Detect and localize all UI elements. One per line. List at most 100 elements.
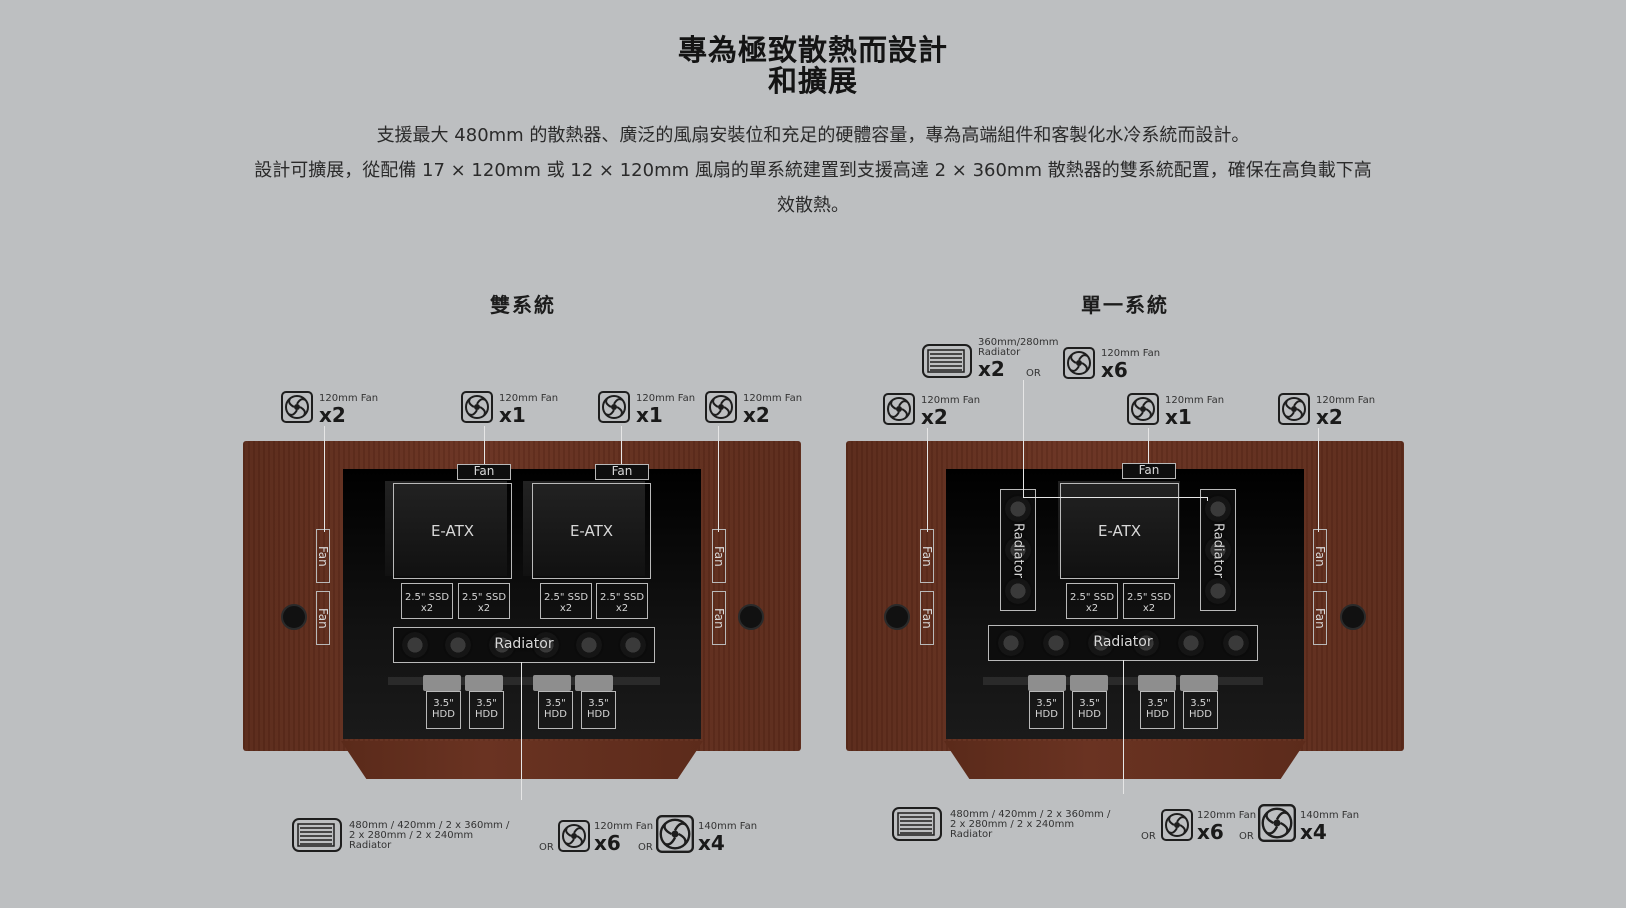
radiator-spec-line-2: 2 x 280mm / 2 x 240mm [349, 830, 474, 841]
ssd-label: 2.5" SSD [599, 592, 645, 603]
io-port-icon [738, 604, 764, 630]
ssd-count: x2 [1085, 603, 1099, 614]
radiator-label: Radiator [1093, 634, 1153, 650]
hdd-label: HDD [1035, 709, 1058, 720]
fan-label: Fan [712, 607, 726, 629]
single-case-diagram: Radiator Radiator E-ATX Fan 2.5" SSD x2 … [846, 441, 1404, 779]
fan-icon [558, 820, 590, 852]
fan120-label: 120mm Fan [1197, 810, 1257, 821]
ssd-count: x2 [420, 603, 434, 614]
spec-label: 120mm Fan [921, 395, 981, 406]
fan-label: Fan [1138, 463, 1160, 477]
fan140-count: x4 [1300, 820, 1327, 844]
leader-line [927, 428, 928, 532]
spec-label: 120mm Fan [319, 393, 379, 404]
fan-label: Fan [316, 607, 330, 629]
fan-blade-icon [618, 630, 649, 660]
hdd-cap [465, 675, 503, 691]
fan140-label: 140mm Fan [698, 821, 758, 832]
fan-blade-icon [1220, 628, 1251, 658]
desc-line-2: 設計可擴展，從配備 17 × 120mm 或 12 × 120mm 風扇的單系統… [254, 160, 1372, 181]
spec-label: 120mm Fan [743, 393, 803, 404]
title-line-1: 專為極致散熱而設計 [677, 33, 948, 67]
fan-blade-icon [399, 630, 430, 660]
leader-line [521, 662, 522, 800]
hdd-rail [388, 677, 660, 685]
radiator-spec-line-1: 480mm / 420mm / 2 x 360mm / [950, 809, 1111, 820]
fan-blade-icon [443, 630, 474, 660]
hdd-label: HDD [1146, 709, 1169, 720]
hdd-size: 3.5" [1036, 698, 1057, 709]
hdd-box: 3.5" HDD [426, 691, 461, 729]
radiator-fans-left [1000, 489, 1036, 611]
radiator-spec-line-1: 480mm / 420mm / 2 x 360mm / [349, 820, 510, 831]
single-system-heading: 單一系統 [1081, 293, 1169, 317]
fan140-label: 140mm Fan [1300, 810, 1360, 821]
radiator-icon [892, 807, 942, 841]
hdd-label: HDD [587, 709, 610, 720]
radiator-label: Radiator [494, 636, 554, 652]
power-button-icon[interactable] [281, 604, 307, 630]
leader-line [324, 426, 325, 532]
hdd-size: 3.5" [433, 698, 454, 709]
ssd-label: 2.5" SSD [543, 592, 589, 603]
radiator-icon [922, 344, 972, 378]
or-text: OR [1141, 831, 1156, 842]
hdd-box: 3.5" HDD [1140, 691, 1175, 729]
hdd-box: 3.5" HDD [1183, 691, 1218, 729]
ssd-count: x2 [477, 603, 491, 614]
radiator-fans [393, 627, 655, 663]
dual-case-diagram: E-ATX E-ATX Fan Fan 2.5" SSD x2 2.5" SSD… [243, 441, 801, 779]
title-line-2: 和擴展 [767, 64, 858, 98]
fan-blade-icon [1040, 628, 1071, 658]
ssd-box: 2.5" SSD x2 [1123, 583, 1175, 619]
fan-label-box: Fan [1122, 463, 1176, 479]
fan-blade-icon [1003, 575, 1033, 606]
side-fan-box: Fan [920, 529, 934, 583]
fan-label: Fan [920, 607, 934, 629]
dual-system-heading: 雙系統 [490, 293, 556, 317]
io-port-icon [1340, 604, 1366, 630]
fan-icon [598, 391, 630, 423]
fan-icon [705, 391, 737, 423]
or-text: OR [539, 842, 554, 853]
fan140-count: x4 [698, 831, 725, 855]
motherboard-shadow [385, 481, 507, 576]
hdd-cap [575, 675, 613, 691]
fan-blade-icon [995, 628, 1026, 658]
spec-label: 120mm Fan [1165, 395, 1225, 406]
radiator-top-line-2: Radiator [978, 347, 1021, 358]
ssd-box: 2.5" SSD x2 [1066, 583, 1118, 619]
ssd-box: 2.5" SSD x2 [401, 583, 453, 619]
fan-top-label: 120mm Fan [1101, 348, 1161, 359]
leader-line [1318, 428, 1319, 532]
fan-blade-icon [1130, 628, 1161, 658]
spec-count: x1 [499, 403, 526, 427]
eatx-right: E-ATX [532, 483, 651, 579]
radiator-spec-line-3: Radiator [349, 840, 392, 851]
hdd-size: 3.5" [1079, 698, 1100, 709]
hdd-box: 3.5" HDD [581, 691, 616, 729]
ssd-count: x2 [559, 603, 573, 614]
hdd-label: HDD [1189, 709, 1212, 720]
fan-label: Fan [712, 545, 726, 567]
page-description: 支援最大 480mm 的散熱器、廣泛的風扇安裝位和充足的硬體容量，專為高端組件和… [200, 118, 1426, 223]
ssd-label: 2.5" SSD [1069, 592, 1115, 603]
desc-line-1: 支援最大 480mm 的散熱器、廣泛的風扇安裝位和充足的硬體容量，專為高端組件和… [376, 125, 1250, 146]
hdd-label: HDD [432, 709, 455, 720]
radiator-spec-line-3: Radiator [950, 829, 993, 840]
power-button-icon[interactable] [884, 604, 910, 630]
side-fan-box: Fan [1313, 591, 1327, 645]
spec-count: x1 [636, 403, 663, 427]
fan-icon [1161, 809, 1193, 841]
or-text: OR [1239, 831, 1254, 842]
hdd-cap [423, 675, 461, 691]
or-text: OR [1026, 368, 1041, 379]
fan-label: Fan [1313, 607, 1327, 629]
leader-line [1023, 380, 1024, 498]
radiator-label: Radiator [1210, 522, 1226, 578]
hdd-label: HDD [1078, 709, 1101, 720]
side-fan-box: Fan [712, 591, 726, 645]
motherboard-shadow [1058, 481, 1180, 576]
fan-blade-icon [1003, 494, 1033, 525]
